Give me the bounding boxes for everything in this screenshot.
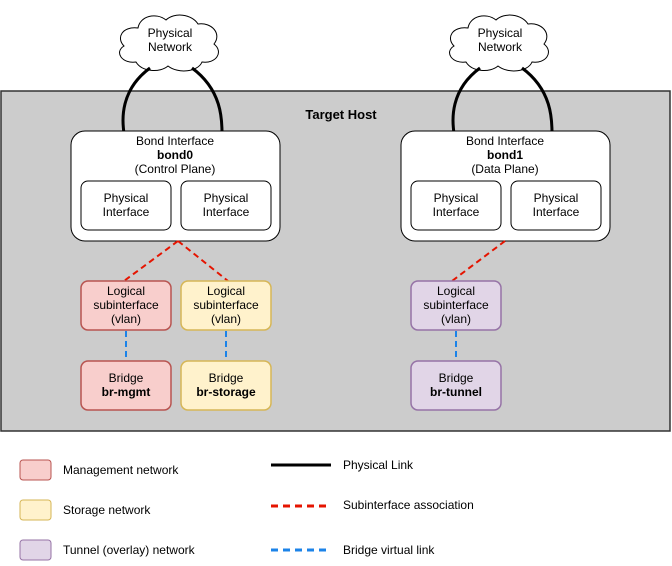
physical-interface-line1: Physical — [434, 191, 479, 205]
cloud-left-line2: Network — [148, 40, 193, 54]
physical-links — [121, 66, 554, 134]
legend-item-tunnel: Tunnel (overlay) network — [19, 539, 196, 561]
subinterface-link — [451, 240, 506, 282]
bridge-title: Bridge — [209, 371, 244, 385]
bridge-title: Bridge — [109, 371, 144, 385]
bond1-name: bond1 — [487, 148, 523, 162]
bridge-virtual-links — [125, 331, 457, 360]
bond0-title: Bond Interface — [136, 134, 214, 148]
subinterface-line2: subinterface — [93, 298, 159, 312]
physical-network-cloud-left: Physical Network — [119, 14, 219, 72]
physical-interface-line2: Interface — [533, 205, 580, 219]
bond0-role: (Control Plane) — [135, 162, 216, 176]
legend-item-storage: Storage network — [19, 499, 151, 521]
legend-item-management: Management network — [19, 459, 179, 481]
bond0-name: bond0 — [157, 148, 193, 162]
subinterface-line1: Logical — [207, 284, 245, 298]
physical-interface-line2: Interface — [433, 205, 480, 219]
cloud-left-line1: Physical — [148, 26, 193, 40]
bridge-name: br-storage — [196, 385, 256, 399]
physical-link — [121, 66, 151, 134]
physical-interface-line1: Physical — [204, 191, 249, 205]
physical-interface-line2: Interface — [203, 205, 250, 219]
physical-network-cloud-right: Physical Network — [449, 14, 549, 72]
legend-label: Management network — [63, 463, 179, 477]
legend-item-subinterface-association: Subinterface association — [271, 498, 474, 512]
subinterface-line3: (vlan) — [441, 312, 471, 326]
cloud-right-line1: Physical — [478, 26, 523, 40]
physical-interface: Physical Interface — [410, 180, 502, 231]
physical-interface-line1: Physical — [104, 191, 149, 205]
legend-label: Subinterface association — [343, 498, 474, 512]
legend-item-physical-link: Physical Link — [271, 458, 414, 472]
bridge-br-tunnel: Bridge br-tunnel — [410, 360, 502, 411]
subinterface-line2: subinterface — [423, 298, 489, 312]
subinterface-line2: subinterface — [193, 298, 259, 312]
subinterface-link — [123, 240, 179, 282]
legend-item-bridge-virtual-link: Bridge virtual link — [271, 543, 435, 557]
subinterface-tunnel: Logical subinterface (vlan) — [410, 280, 502, 331]
subinterface-line1: Logical — [107, 284, 145, 298]
subinterface-link — [177, 240, 229, 282]
legend-label: Bridge virtual link — [343, 543, 435, 557]
subinterface-line1: Logical — [437, 284, 475, 298]
legend-label: Physical Link — [343, 458, 414, 472]
subinterface-line3: (vlan) — [211, 312, 241, 326]
physical-link — [521, 66, 554, 134]
physical-interface: Physical Interface — [510, 180, 602, 231]
physical-interface-line1: Physical — [534, 191, 579, 205]
bond1-role: (Data Plane) — [471, 162, 538, 176]
subinterface-line3: (vlan) — [111, 312, 141, 326]
bridge-name: br-tunnel — [430, 385, 482, 399]
physical-interface: Physical Interface — [80, 180, 172, 231]
physical-link — [451, 66, 481, 134]
cloud-right-line2: Network — [478, 40, 523, 54]
bridge-name: br-mgmt — [102, 385, 151, 399]
physical-interface: Physical Interface — [180, 180, 272, 231]
bridge-br-mgmt: Bridge br-mgmt — [80, 360, 172, 411]
legend-label: Tunnel (overlay) network — [63, 543, 196, 557]
subinterface-association-links — [123, 240, 506, 282]
subinterface-storage: Logical subinterface (vlan) — [180, 280, 272, 331]
legend: Management network Storage network Tunne… — [19, 458, 474, 561]
legend-label: Storage network — [63, 503, 151, 517]
physical-link — [191, 66, 224, 134]
bridge-title: Bridge — [439, 371, 474, 385]
bridge-br-storage: Bridge br-storage — [180, 360, 272, 411]
physical-interface-line2: Interface — [103, 205, 150, 219]
bond1-title: Bond Interface — [466, 134, 544, 148]
subinterface-mgmt: Logical subinterface (vlan) — [80, 280, 172, 331]
target-host-title: Target Host — [305, 107, 377, 122]
